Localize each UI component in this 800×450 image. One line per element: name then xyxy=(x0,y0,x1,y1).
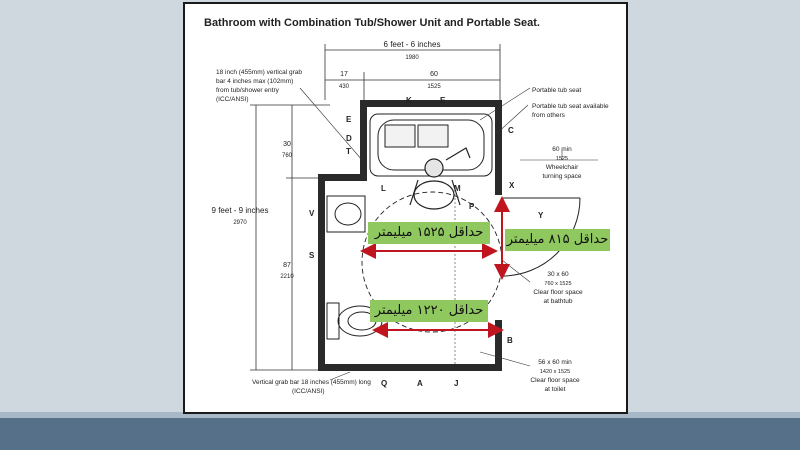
dim-left-total: 9 feet - 9 inches xyxy=(212,206,269,215)
slide-footer-band xyxy=(0,418,800,450)
note-grab-bar-top-1: 18 inch (455mm) vertical grab xyxy=(216,69,302,76)
note-turning-1: 60 min xyxy=(552,146,572,153)
marker-b: B xyxy=(507,336,513,345)
dim-top-left: 17 xyxy=(340,71,348,78)
door-swing xyxy=(501,197,581,277)
marker-j: J xyxy=(454,379,458,388)
dim-left-lower: 87 xyxy=(283,262,291,269)
annotation-min-1525: حداقل ۱۵۲۵ میلیمتر xyxy=(368,222,490,244)
marker-q: Q xyxy=(381,379,387,388)
annotation-min-1220: حداقل ۱۲۲۰ میلیمتر xyxy=(370,300,488,322)
note-portable-seat: Portable tub seat xyxy=(532,87,581,94)
diagram-frame xyxy=(183,2,628,414)
marker-e-top: E xyxy=(440,96,446,105)
sink xyxy=(326,195,366,233)
room-walls xyxy=(318,100,502,371)
note-toilet-clear-2: 1420 x 1525 xyxy=(540,369,570,375)
wheelchair-figure xyxy=(409,147,471,210)
dim-left-lower-mm: 2210 xyxy=(280,274,294,280)
marker-v: V xyxy=(309,209,315,218)
note-tub-clear-1: 30 x 60 xyxy=(547,271,569,278)
note-grab-bar-top-2: bar 4 inches max (102mm) xyxy=(216,78,293,85)
note-portable-seat-avail-1: Portable tub seat available xyxy=(532,103,609,110)
note-toilet-clear-1: 56 x 60 min xyxy=(538,359,572,366)
note-grab-bar-bottom-2: (ICC/ANSI) xyxy=(292,388,325,395)
dim-top-left-mm: 430 xyxy=(339,84,350,90)
bathtub xyxy=(369,113,493,177)
note-grab-bar-bottom-1: Vertical grab bar 18 inches (455mm) long xyxy=(252,379,371,386)
note-turning-2: 1525 xyxy=(556,156,568,162)
note-tub-clear-4: at bathtub xyxy=(544,298,573,305)
marker-a: A xyxy=(417,379,423,388)
marker-x: X xyxy=(509,181,515,190)
marker-p: P xyxy=(469,202,475,211)
note-tub-clear-2: 760 x 1525 xyxy=(544,281,571,287)
note-tub-clear-3: Clear floor space xyxy=(533,289,583,296)
marker-s: S xyxy=(309,251,315,260)
marker-m: M xyxy=(454,184,461,193)
diagram-title: Bathroom with Combination Tub/Shower Uni… xyxy=(204,17,540,29)
dim-top-right-mm: 1525 xyxy=(427,84,441,90)
note-grab-bar-top-4: (ICC/ANSI) xyxy=(216,96,249,103)
dim-top-right: 60 xyxy=(430,71,438,78)
marker-e-left: E xyxy=(346,115,352,124)
marker-l: L xyxy=(381,184,386,193)
note-grab-bar-top-3: from tub/shower entry xyxy=(216,87,280,94)
annotation-min-815: حداقل ۸۱۵ میلیمتر xyxy=(505,229,610,251)
note-turning-3: Wheelchair xyxy=(546,164,579,171)
dim-left-total-mm: 2970 xyxy=(233,220,247,226)
marker-k: K xyxy=(406,96,412,105)
note-toilet-clear-3: Clear floor space xyxy=(530,377,580,384)
dim-top-total: 6 feet - 6 inches xyxy=(384,40,441,49)
marker-t: T xyxy=(346,147,351,156)
dim-left-upper: 30 xyxy=(283,141,291,148)
note-toilet-clear-4: at toilet xyxy=(545,386,566,393)
dim-left-upper-mm: 760 xyxy=(282,153,293,159)
slide-accent-strip xyxy=(0,412,800,418)
note-portable-seat-avail-2: from others xyxy=(532,112,566,119)
marker-d: D xyxy=(346,134,352,143)
dim-top-total-mm: 1980 xyxy=(405,55,419,61)
note-turning-4: turning space xyxy=(542,173,581,180)
marker-c: C xyxy=(508,126,514,135)
marker-y: Y xyxy=(538,211,544,220)
